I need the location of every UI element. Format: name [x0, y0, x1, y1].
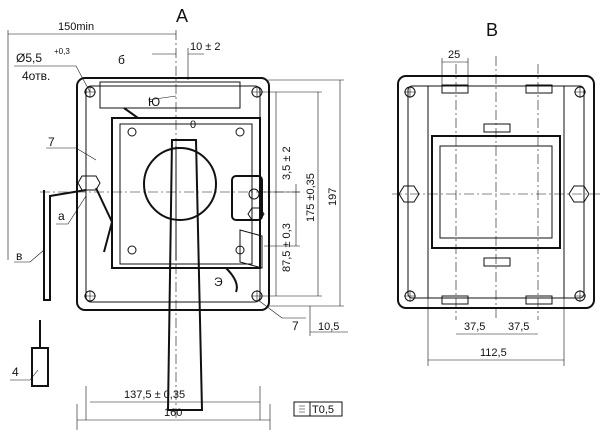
view-a-handle: [166, 139, 204, 411]
label-zero: 0: [190, 119, 196, 131]
label-hole-tolerance: +0,3: [54, 47, 70, 56]
view-a-front-panel-inner: [119, 123, 253, 265]
label-dim-37-5-left: 37,5: [464, 321, 485, 333]
view-a-top-frame: [99, 81, 241, 109]
label-dim-37-5-right: 37,5: [508, 321, 529, 333]
label-a: а: [58, 209, 65, 223]
label-dim-3-5: 3,5 ± 2: [281, 146, 293, 180]
view-b-dimensions: [427, 58, 565, 366]
label-7-left: 7: [48, 135, 55, 149]
view-a-title: А: [176, 6, 188, 26]
label-hole-diameter: Ø5,5: [16, 51, 42, 65]
label-b-small: б: [118, 53, 125, 67]
view-a-right-mechanism: [231, 175, 265, 269]
label-dim-197: 197: [327, 188, 339, 206]
view-b: [392, 56, 600, 320]
label-7-right: 7: [292, 319, 299, 333]
label-flatness: T0,5: [312, 404, 334, 416]
view-a-dial-circle: [143, 147, 217, 221]
view-a-front-panel: [111, 117, 261, 269]
view-a-plug: [31, 347, 49, 387]
view-a-mount-holes: [84, 86, 263, 302]
label-dim-137-5: 137,5 ± 0,35: [124, 389, 185, 401]
label-dim-10: 10 ± 2: [190, 41, 221, 53]
view-a-dimensions: [7, 30, 348, 430]
label-4: 4: [12, 365, 19, 379]
label-150min: 150min: [58, 21, 94, 33]
label-hole-count: 4отв.: [22, 69, 50, 83]
label-dim-10-5: 10,5: [318, 321, 339, 333]
view-b-title: В: [486, 20, 498, 40]
view-a-plate-outline: [76, 77, 270, 311]
view-a: [31, 30, 300, 420]
label-v: в: [16, 249, 22, 263]
view-b-slots: [441, 84, 553, 305]
label-e: Э: [214, 275, 223, 289]
label-yu: Ю: [148, 95, 160, 109]
view-b-mount-holes: [404, 86, 586, 302]
label-dim-87-5: 87,5 ± 0,3: [281, 223, 293, 272]
label-dim-112-5: 112,5: [480, 347, 507, 359]
label-dim-25: 25: [448, 49, 460, 61]
label-dim-175: 175 ±0,35: [305, 173, 317, 222]
view-a-left-crank: [31, 175, 114, 387]
label-dim-160: 160: [164, 407, 182, 419]
